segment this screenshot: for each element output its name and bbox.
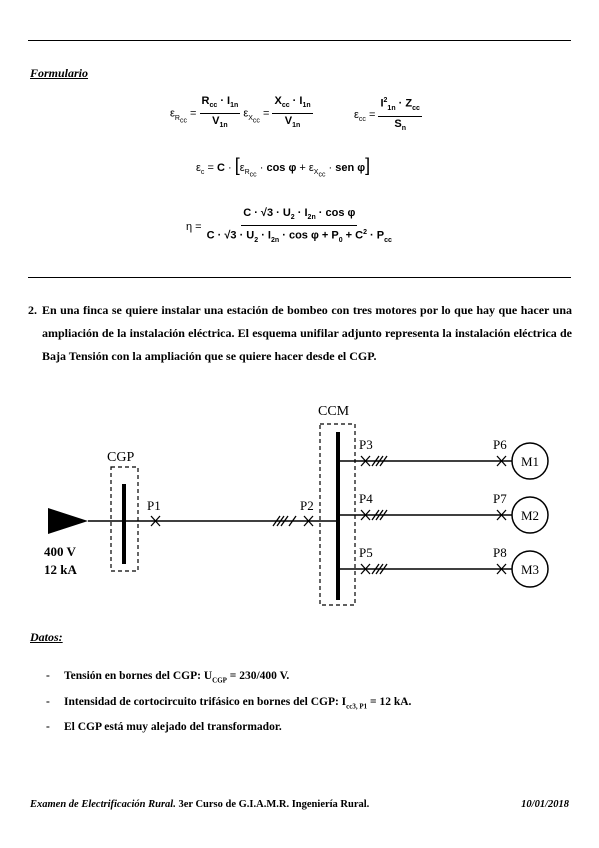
source-current: 12 kA — [44, 562, 77, 577]
label-p2: P2 — [300, 498, 314, 513]
p1-breaker — [150, 515, 161, 527]
footer-date: 10/01/2018 — [521, 799, 569, 810]
datos-heading: Datos: — [30, 630, 63, 644]
datos-item-voltage: -Tensión en bornes del CGP: UCGP = 230/4… — [46, 670, 290, 685]
label-p3: P3 — [359, 437, 373, 452]
motor-m1-label: M1 — [521, 454, 539, 469]
label-p4: P4 — [359, 491, 373, 506]
motor-m2-circle — [511, 496, 549, 534]
footer-left: Examen de Electrificación Rural. 3er Cur… — [30, 799, 369, 810]
formula-eps-c: εc = C · [εRcc · cos φ + εXcc · sen φ] — [196, 155, 371, 179]
p7-breaker — [496, 509, 507, 521]
p6-breaker — [496, 455, 507, 467]
datos-item-cgp: -El CGP está muy alejado del transformad… — [46, 721, 282, 733]
ccm-label: CCM — [318, 404, 350, 419]
motor-m3-circle — [511, 550, 549, 588]
question-2: 2. En una finca se quiere instalar una e… — [28, 299, 572, 368]
footer-course: 3er Curso de G.I.A.M.R. Ingeniería Rural… — [175, 799, 370, 810]
label-p6: P6 — [493, 437, 507, 452]
source-arrow — [48, 508, 88, 534]
top-rule — [28, 40, 571, 41]
formulario-bottom-rule — [28, 277, 571, 278]
datos-item-text: El CGP está muy alejado del transformado… — [64, 721, 282, 733]
datos-item-text: Intensidad de cortocircuito trifásico en… — [64, 696, 412, 711]
p3-breaker — [360, 455, 388, 467]
datos-item-current: -Intensidad de cortocircuito trifásico e… — [46, 696, 412, 711]
question-text: En una finca se quiere instalar una esta… — [42, 303, 572, 363]
ccm-box — [319, 423, 356, 606]
formulario-heading: Formulario — [30, 66, 89, 80]
cgp-label: CGP — [107, 450, 134, 465]
footer-exam-name: Examen de Electrificación Rural. — [30, 799, 176, 810]
p8-breaker — [496, 563, 507, 575]
label-p5: P5 — [359, 545, 373, 560]
question-number: 2. — [28, 303, 37, 317]
source-voltage: 400 V — [44, 544, 77, 559]
datos-item-text: Tensión en bornes del CGP: UCGP = 230/40… — [64, 670, 290, 685]
p4-breaker — [360, 509, 388, 521]
motor-m1-circle — [511, 442, 549, 480]
motor-m2-label: M2 — [521, 508, 539, 523]
label-p7: P7 — [493, 491, 507, 506]
p5-breaker — [360, 563, 388, 575]
label-p8: P8 — [493, 545, 507, 560]
p2-breaker — [272, 515, 314, 527]
cgp-box — [110, 466, 139, 572]
motor-m3-label: M3 — [521, 562, 539, 577]
label-p1: P1 — [147, 498, 161, 513]
